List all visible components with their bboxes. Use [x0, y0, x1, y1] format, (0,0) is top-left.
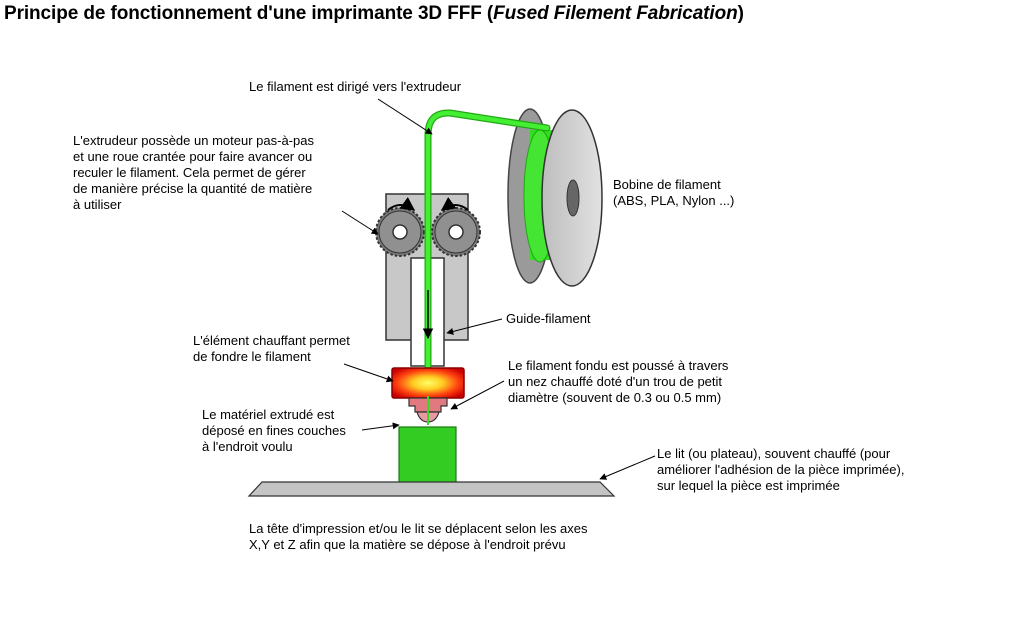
label-axes: La tête d'impression et/ou le lit se dép…: [249, 521, 588, 552]
title-italic: Fused Filement Fabrication: [493, 3, 738, 24]
spool-icon: [507, 108, 603, 287]
label-extruder: L'extrudeur possède un moteur pas-à-pas …: [73, 133, 314, 212]
filament: [422, 109, 551, 399]
label-bed: Le lit (ou plateau), souvent chauffé (po…: [657, 446, 905, 493]
arrow-icon: [341, 98, 656, 480]
heater-block: [391, 367, 465, 399]
nozzle: [408, 396, 448, 425]
label-extruded: Le matériel extrudé est déposé en fines …: [202, 407, 346, 454]
page-title: Principe de fonctionnement d'une imprima…: [4, 3, 744, 25]
label-nozzle: Le filament fondu est poussé à travers u…: [508, 358, 729, 405]
label-filament-direction: Le filament est dirigé vers l'extrudeur: [249, 79, 462, 94]
print-bed: [247, 481, 616, 497]
label-spool: Bobine de filament (ABS, PLA, Nylon ...): [613, 177, 735, 208]
printed-part: [398, 426, 457, 488]
gear-icon: [375, 196, 481, 257]
title-main: Principe de fonctionnement d'une imprima…: [4, 3, 494, 24]
title-end: ): [737, 3, 744, 24]
label-heater: L'élément chauffant permet de fondre le …: [193, 333, 350, 364]
label-guide: Guide-filament: [506, 311, 591, 326]
